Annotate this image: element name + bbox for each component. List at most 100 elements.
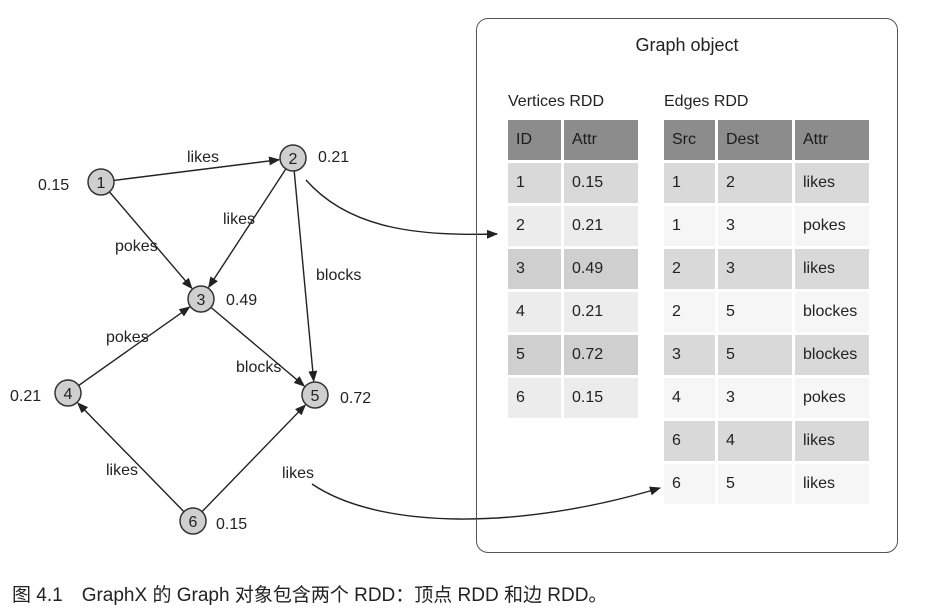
edge-3-5 <box>210 306 306 387</box>
edge-dest-cell: 2 <box>718 163 792 203</box>
edge-label: likes <box>187 149 219 166</box>
edge-2-3 <box>208 168 287 289</box>
vertex-attr-label: 0.15 <box>38 177 69 194</box>
vertex-id-cell: 1 <box>508 163 561 203</box>
edge-src-cell: 1 <box>664 206 715 246</box>
vertex-connector-arrow <box>305 179 499 239</box>
vertices-rdd-title: Vertices RDD <box>508 93 605 110</box>
edges-header-dest: Dest <box>718 120 792 160</box>
vertices-header-row: ID Attr <box>508 120 641 160</box>
vertex-id-label: 6 <box>189 514 198 531</box>
table-row: 3 0.49 <box>508 249 641 289</box>
table-row: 4 0.21 <box>508 292 641 332</box>
vertex-node-1 <box>87 168 115 196</box>
vertex-attr-label: 0.21 <box>10 388 41 405</box>
vertex-attr-cell: 0.72 <box>564 335 638 375</box>
table-row: 6 5 likes <box>664 464 872 504</box>
graph-object-box: Graph object Vertices RDD Edges RDD ID A… <box>476 18 898 553</box>
vertex-node-5 <box>301 381 329 409</box>
edges-header-attr: Attr <box>795 120 869 160</box>
table-row: 5 0.72 <box>508 335 641 375</box>
table-row: 4 3 pokes <box>664 378 872 418</box>
edge-1-3 <box>108 191 193 290</box>
vertex-attr-cell: 0.15 <box>564 163 638 203</box>
edge-connector-arrow <box>311 483 662 520</box>
table-row: 1 3 pokes <box>664 206 872 246</box>
table-row: 1 0.15 <box>508 163 641 203</box>
vertex-id-cell: 2 <box>508 206 561 246</box>
vertices-rdd-table: ID Attr 1 0.15 2 0.21 3 0.49 4 0.21 5 0.… <box>508 120 641 421</box>
vertex-id-cell: 4 <box>508 292 561 332</box>
edge-attr-cell: likes <box>795 249 869 289</box>
edge-attr-cell: likes <box>795 421 869 461</box>
edge-label: likes <box>106 462 138 479</box>
vertices-header-attr: Attr <box>564 120 638 160</box>
edge-src-cell: 1 <box>664 163 715 203</box>
vertex-attr-cell: 0.49 <box>564 249 638 289</box>
vertex-attr-label: 0.72 <box>340 390 371 407</box>
table-row: 6 4 likes <box>664 421 872 461</box>
vertex-attr-cell: 0.21 <box>564 206 638 246</box>
edge-src-cell: 2 <box>664 292 715 332</box>
edge-dest-cell: 3 <box>718 206 792 246</box>
edge-src-cell: 3 <box>664 335 715 375</box>
vertex-node-4 <box>54 379 82 407</box>
edge-6-5 <box>201 404 307 513</box>
vertices-header-id: ID <box>508 120 561 160</box>
edge-label: likes <box>223 211 255 228</box>
table-row: 1 2 likes <box>664 163 872 203</box>
vertex-attr-label: 0.21 <box>318 149 349 166</box>
table-row: 3 5 blockes <box>664 335 872 375</box>
vertex-node-3 <box>187 285 215 313</box>
edges-header-row: Src Dest Attr <box>664 120 872 160</box>
vertex-id-label: 2 <box>289 151 298 168</box>
vertex-id-cell: 5 <box>508 335 561 375</box>
graph-object-title: Graph object <box>635 35 739 55</box>
edge-dest-cell: 5 <box>718 335 792 375</box>
edge-src-cell: 6 <box>664 464 715 504</box>
table-row: 2 0.21 <box>508 206 641 246</box>
edge-label: blocks <box>316 267 361 284</box>
table-row: 6 0.15 <box>508 378 641 418</box>
edges-header-src: Src <box>664 120 715 160</box>
vertex-id-cell: 6 <box>508 378 561 418</box>
edge-src-cell: 6 <box>664 421 715 461</box>
edges-rdd-title: Edges RDD <box>664 93 749 110</box>
edge-label: blocks <box>236 359 281 376</box>
edge-dest-cell: 5 <box>718 464 792 504</box>
edge-src-cell: 4 <box>664 378 715 418</box>
figure-caption: 图 4.1 GraphX 的 Graph 对象包含两个 RDD：顶点 RDD 和… <box>12 585 608 606</box>
vertex-attr-label: 0.49 <box>226 292 257 309</box>
vertex-id-label: 4 <box>64 386 73 403</box>
vertex-id-cell: 3 <box>508 249 561 289</box>
edge-src-cell: 2 <box>664 249 715 289</box>
edge-attr-cell: blockes <box>795 292 869 332</box>
vertex-id-label: 5 <box>311 388 320 405</box>
edge-attr-cell: blockes <box>795 335 869 375</box>
vertex-node-2 <box>279 144 307 172</box>
edge-6-4 <box>76 402 185 513</box>
table-row: 2 5 blockes <box>664 292 872 332</box>
edge-dest-cell: 4 <box>718 421 792 461</box>
edge-attr-cell: pokes <box>795 378 869 418</box>
edge-4-3 <box>78 306 191 387</box>
edge-label: likes <box>282 465 314 482</box>
edge-2-5 <box>293 170 318 383</box>
vertex-id-label: 1 <box>97 175 106 192</box>
edge-1-2 <box>113 156 281 182</box>
edge-label: pokes <box>115 238 158 255</box>
edge-dest-cell: 5 <box>718 292 792 332</box>
edges-rdd-table: Src Dest Attr 1 2 likes 1 3 pokes 2 3 li… <box>664 120 872 507</box>
edge-attr-cell: likes <box>795 163 869 203</box>
vertex-attr-cell: 0.15 <box>564 378 638 418</box>
table-row: 2 3 likes <box>664 249 872 289</box>
edge-attr-cell: pokes <box>795 206 869 246</box>
vertex-attr-label: 0.15 <box>216 516 247 533</box>
edge-label: pokes <box>106 329 149 346</box>
edge-dest-cell: 3 <box>718 378 792 418</box>
vertex-id-label: 3 <box>197 292 206 309</box>
vertex-attr-cell: 0.21 <box>564 292 638 332</box>
edge-attr-cell: likes <box>795 464 869 504</box>
vertex-node-6 <box>179 507 207 535</box>
